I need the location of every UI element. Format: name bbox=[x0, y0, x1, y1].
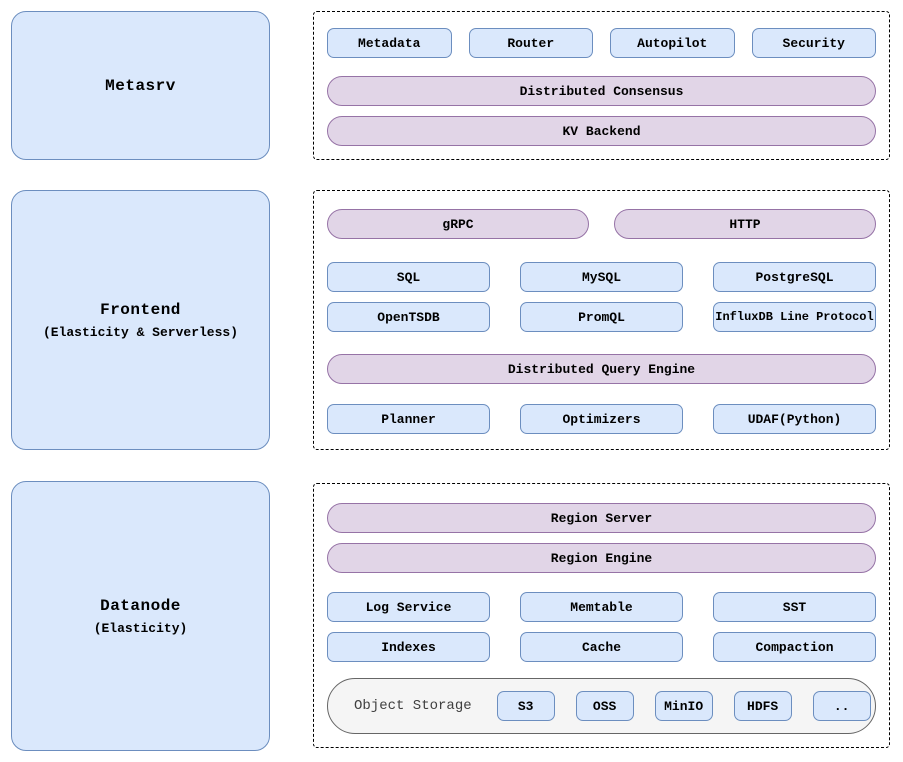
frontend-panel: Frontend (Elasticity & Serverless) bbox=[11, 190, 270, 450]
node-metadata: Metadata bbox=[327, 28, 452, 58]
frontend-title: Frontend bbox=[100, 300, 181, 319]
node-opentsdb: OpenTSDB bbox=[327, 302, 490, 332]
node-s3: S3 bbox=[496, 691, 555, 721]
datanode-container: Region Server Region Engine Log Service … bbox=[313, 483, 890, 748]
node-sst: SST bbox=[713, 592, 876, 622]
node-optimizers: Optimizers bbox=[520, 404, 683, 434]
node-oss: OSS bbox=[575, 691, 634, 721]
datanode-modules-row-2: Indexes Cache Compaction bbox=[327, 632, 876, 662]
metasrv-modules-row: Metadata Router Autopilot Security bbox=[327, 28, 876, 58]
node-compaction: Compaction bbox=[713, 632, 876, 662]
node-sql: SQL bbox=[327, 262, 490, 292]
node-mysql: MySQL bbox=[520, 262, 683, 292]
datanode-subtitle: (Elasticity) bbox=[93, 620, 188, 636]
frontend-engine-modules-row: Planner Optimizers UDAF(Python) bbox=[327, 404, 876, 434]
node-minio: MinIO bbox=[654, 691, 713, 721]
node-postgresql: PostgreSQL bbox=[713, 262, 876, 292]
metasrv-panel: Metasrv bbox=[11, 11, 270, 160]
node-influxdb-line-protocol: InfluxDB Line Protocol bbox=[713, 302, 876, 332]
node-cache: Cache bbox=[520, 632, 683, 662]
node-other-storage: .. bbox=[812, 691, 871, 721]
frontend-server-pills-row: gRPC HTTP bbox=[327, 209, 876, 239]
datanode-title: Datanode bbox=[100, 596, 181, 615]
node-security: Security bbox=[751, 28, 876, 58]
object-storage-label: Object Storage bbox=[354, 698, 472, 714]
frontend-protocols-row-2: OpenTSDB PromQL InfluxDB Line Protocol bbox=[327, 302, 876, 332]
frontend-subtitle: (Elasticity & Serverless) bbox=[42, 324, 239, 340]
node-log-service: Log Service bbox=[327, 592, 490, 622]
pill-grpc: gRPC bbox=[327, 209, 589, 239]
object-storage-group: Object Storage S3 OSS MinIO HDFS .. bbox=[327, 678, 876, 734]
pill-region-engine: Region Engine bbox=[327, 543, 876, 573]
frontend-container: gRPC HTTP SQL MySQL PostgreSQL OpenTSDB … bbox=[313, 190, 890, 450]
pill-http: HTTP bbox=[614, 209, 876, 239]
node-promql: PromQL bbox=[520, 302, 683, 332]
pill-kv-backend: KV Backend bbox=[327, 116, 876, 146]
frontend-protocols-row-1: SQL MySQL PostgreSQL bbox=[327, 262, 876, 292]
pill-distributed-query-engine: Distributed Query Engine bbox=[327, 354, 876, 384]
node-udaf-python: UDAF(Python) bbox=[713, 404, 876, 434]
node-router: Router bbox=[468, 28, 593, 58]
node-planner: Planner bbox=[327, 404, 490, 434]
metasrv-container: Metadata Router Autopilot Security Distr… bbox=[313, 11, 890, 160]
pill-region-server: Region Server bbox=[327, 503, 876, 533]
node-indexes: Indexes bbox=[327, 632, 490, 662]
datanode-modules-row-1: Log Service Memtable SST bbox=[327, 592, 876, 622]
node-hdfs: HDFS bbox=[733, 691, 792, 721]
datanode-panel: Datanode (Elasticity) bbox=[11, 481, 270, 751]
node-autopilot: Autopilot bbox=[610, 28, 735, 58]
pill-distributed-consensus: Distributed Consensus bbox=[327, 76, 876, 106]
node-memtable: Memtable bbox=[520, 592, 683, 622]
metasrv-title: Metasrv bbox=[105, 76, 176, 95]
